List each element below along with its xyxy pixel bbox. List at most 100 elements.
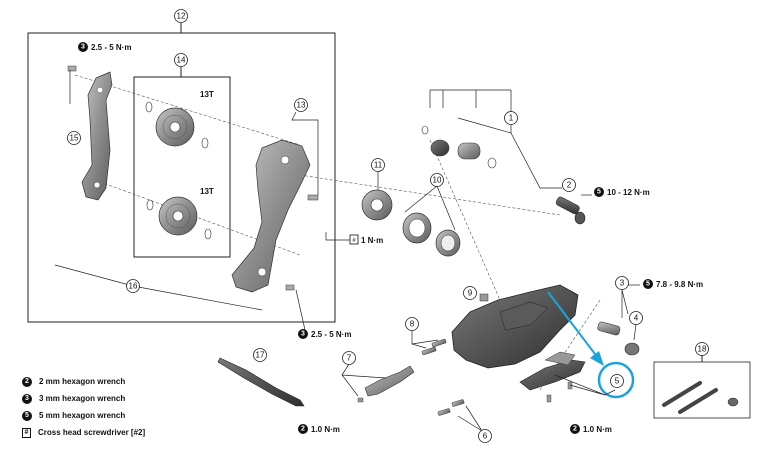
callout-13: 13	[294, 98, 308, 112]
callout-10: 10	[430, 173, 444, 187]
svg-text:2: 2	[567, 181, 572, 190]
legend-text: 2 mm hexagon wrench	[39, 377, 126, 386]
svg-text:14: 14	[177, 56, 186, 65]
svg-text:10: 10	[433, 176, 442, 185]
svg-text:8: 8	[410, 320, 415, 329]
svg-text:3: 3	[301, 331, 305, 338]
callout-17: 17	[253, 348, 267, 362]
part-8-screws	[421, 338, 447, 356]
upper-pulley-teeth-label: 13T	[200, 90, 214, 99]
part-9-bolt	[479, 293, 489, 302]
part-5-link	[544, 351, 576, 366]
part-17-tool	[217, 357, 305, 407]
hex-wrench-5mm-icon: 5	[22, 410, 32, 421]
svg-text:5: 5	[646, 281, 650, 288]
callout-7: 7	[342, 351, 356, 365]
part-18-pins	[662, 381, 718, 414]
svg-text:1.0 N·m: 1.0 N·m	[311, 425, 340, 434]
plate-hole	[93, 181, 101, 189]
svg-text:18: 18	[698, 345, 707, 354]
torque-screwdriver: # 1 N·m	[349, 234, 383, 245]
legend-text: 3 mm hexagon wrench	[39, 394, 126, 403]
legend-row: 2 2 mm hexagon wrench	[22, 373, 145, 390]
svg-text:15: 15	[70, 134, 79, 143]
torque-part-7: 2 1.0 N·m	[298, 424, 340, 434]
svg-text:2.5 - 5 N·m: 2.5 - 5 N·m	[311, 330, 351, 339]
legend-text: Cross head screwdriver [#2]	[38, 428, 146, 437]
legend-text: 5 mm hexagon wrench	[39, 411, 126, 420]
torque-top-left: 3 2.5 - 5 N·m	[78, 42, 131, 52]
svg-text:16: 16	[129, 282, 138, 291]
svg-text:17: 17	[256, 351, 265, 360]
hex-wrench-3mm-icon: 3	[22, 393, 32, 404]
highlight-circle	[597, 361, 635, 399]
svg-text:13: 13	[297, 101, 306, 110]
highlight-arrowhead	[590, 351, 604, 366]
callout-5: 5	[610, 374, 624, 388]
svg-text:2: 2	[573, 426, 577, 433]
svg-text:12: 12	[177, 12, 186, 21]
part-10-bushings	[402, 212, 461, 257]
cage-bolt	[285, 284, 295, 291]
svg-text:1 N·m: 1 N·m	[361, 236, 383, 245]
lower-pulley	[158, 196, 198, 236]
torque-part-5: 2 1.0 N·m	[570, 424, 612, 434]
part-5-screw	[546, 394, 552, 403]
svg-text:5: 5	[615, 377, 620, 386]
callout-9: 9	[463, 286, 477, 300]
callout-3: 3	[615, 276, 629, 290]
callout-14: 14	[174, 53, 188, 67]
svg-text:2: 2	[301, 426, 305, 433]
part-7-guide	[364, 365, 415, 397]
part-2-mounting-bolt	[555, 196, 586, 225]
callout-6: 6	[478, 429, 492, 443]
pulley-set-frame	[133, 76, 231, 258]
svg-text:3: 3	[81, 44, 85, 51]
part-7-screw	[357, 397, 364, 403]
plate-hole	[257, 267, 267, 277]
body-detail	[499, 301, 549, 331]
part-3-bolt	[597, 321, 621, 336]
screwdriver-icon: #	[22, 427, 31, 438]
callout-15: 15	[67, 131, 81, 145]
torque-mid-bolt: 3 2.5 - 5 N·m	[298, 329, 351, 339]
svg-text:7: 7	[347, 354, 352, 363]
svg-text:5: 5	[597, 189, 601, 196]
callout-8: 8	[405, 317, 419, 331]
svg-text:7.8 - 9.8 N·m: 7.8 - 9.8 N·m	[656, 280, 703, 289]
pulley-washers	[145, 101, 212, 240]
part-18-frame	[653, 361, 751, 419]
legend-row: # Cross head screwdriver [#2]	[22, 424, 145, 441]
callout-1: 1	[504, 111, 518, 125]
highlight-arrow	[547, 291, 599, 359]
part-5-plate	[519, 359, 586, 391]
callout-16: 16	[126, 279, 140, 293]
svg-text:9: 9	[468, 289, 473, 298]
plate-hole	[96, 86, 104, 94]
callout-2: 2	[562, 178, 576, 192]
part-18-nut	[727, 397, 739, 407]
svg-text:#: #	[352, 238, 356, 244]
upper-pulley	[155, 107, 195, 147]
torque-bolt-3: 5 7.8 - 9.8 N·m	[643, 279, 703, 289]
part-11-cap	[361, 189, 393, 221]
callout-18: 18	[695, 342, 709, 356]
svg-text:1: 1	[509, 114, 514, 123]
cage-pin	[307, 194, 319, 201]
svg-text:6: 6	[483, 432, 488, 441]
callout-12: 12	[174, 9, 188, 23]
part-4-cap	[624, 342, 640, 356]
plate-hole	[280, 155, 290, 165]
part-1-components	[421, 125, 497, 169]
torque-bolt-2: 5 10 - 12 N·m	[594, 187, 650, 197]
legend-row: 3 3 mm hexagon wrench	[22, 390, 145, 407]
cage-bolt	[67, 65, 77, 72]
svg-text:3: 3	[620, 279, 625, 288]
callout-leaders	[54, 70, 640, 432]
hex-wrench-2mm-icon: 2	[22, 376, 32, 387]
svg-text:2.5 - 5 N·m: 2.5 - 5 N·m	[91, 43, 131, 52]
svg-text:4: 4	[634, 314, 639, 323]
callout-4: 4	[629, 311, 643, 325]
callout-numbers: 12 14 15 16 13 11 10 1 2 9 3 4 5 8 7 6 1…	[67, 9, 709, 443]
